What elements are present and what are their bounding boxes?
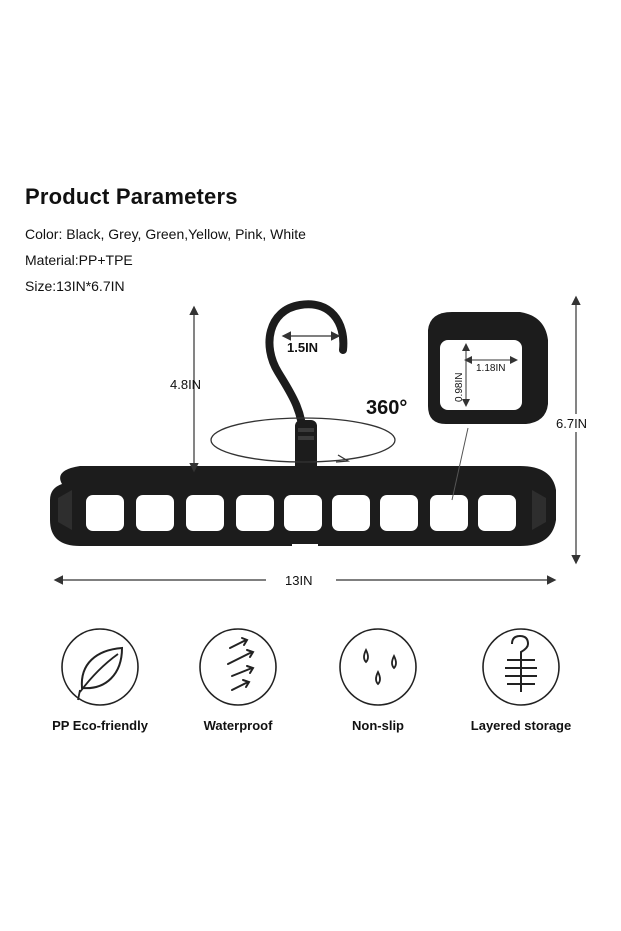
feature-eco-label: PP Eco-friendly <box>52 718 148 733</box>
hook-width-label: 1.5IN <box>287 340 318 355</box>
hanger-hook <box>265 300 348 472</box>
rotation-indicator <box>210 417 396 463</box>
hanger-body <box>50 466 556 550</box>
arrows-icon <box>199 628 277 706</box>
slot-detail-zoom: 1.18IN 0.98IN <box>428 312 548 424</box>
feature-layered-label: Layered storage <box>470 718 572 733</box>
rotation-label: 360° <box>366 397 407 419</box>
spec-material: Material:PP+TPE <box>25 252 133 268</box>
page-title: Product Parameters <box>25 184 238 209</box>
hanger-icon <box>482 628 560 706</box>
total-width-label: 13IN <box>285 573 312 588</box>
spec-color: Color: Black, Grey, Green,Yellow, Pink, … <box>25 226 306 242</box>
hook-height-label: 4.8IN <box>170 377 201 392</box>
slot-width-label: 1.18IN <box>476 363 505 374</box>
slot-height-label: 0.98IN <box>454 373 465 402</box>
feature-waterproof-label: Waterproof <box>203 718 273 733</box>
feature-nonslip-label: Non-slip <box>352 718 404 733</box>
spec-size: Size:13IN*6.7IN <box>25 278 125 294</box>
leaf-icon <box>61 628 139 706</box>
droplets-icon <box>339 628 417 706</box>
total-height-label: 6.7IN <box>556 416 587 431</box>
